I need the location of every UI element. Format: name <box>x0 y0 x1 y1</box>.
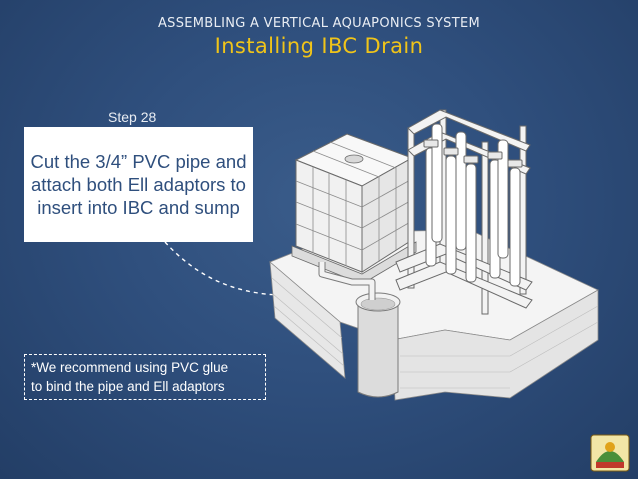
base-front-right <box>391 289 599 401</box>
instruction-text: Cut the 3/4” PVC pipe and attach both El… <box>30 151 247 218</box>
organization-logo-icon <box>590 434 630 472</box>
sump-body <box>357 304 399 398</box>
base-front-left <box>269 261 346 379</box>
grow-towers <box>425 123 521 287</box>
step-label: Step 28 <box>108 109 157 125</box>
leader-line <box>164 241 353 296</box>
slide-subtitle: ASSEMBLING A VERTICAL AQUAPONICS SYSTEM <box>157 16 480 31</box>
tower-frame <box>395 109 533 315</box>
note-box: *We recommend using PVC glue to bind the… <box>24 354 266 400</box>
instruction-callout: Cut the 3/4” PVC pipe and attach both El… <box>24 127 253 242</box>
slide-title: Installing IBC Drain <box>214 34 424 58</box>
